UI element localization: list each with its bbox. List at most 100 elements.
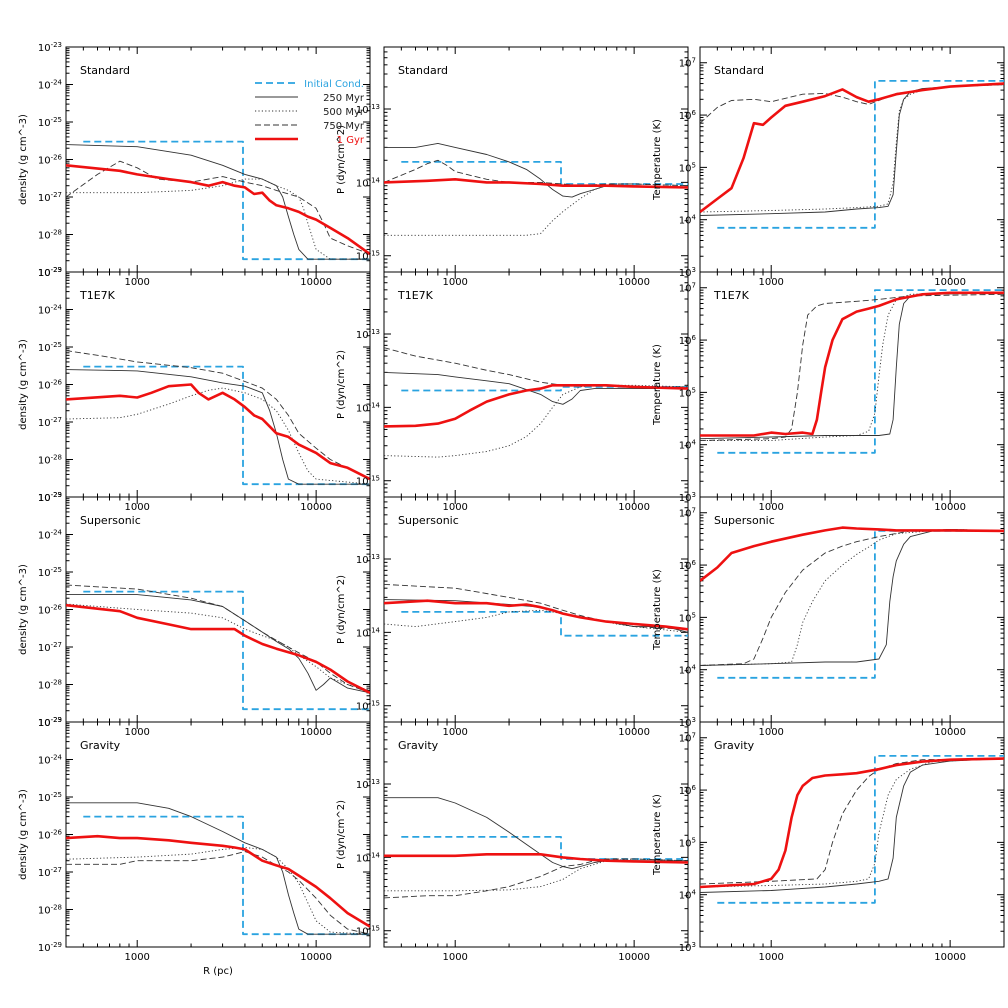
series-line-500-myr: [384, 183, 688, 236]
y-tick-label: 107: [679, 57, 696, 70]
series-line-1-gyr: [700, 526, 1004, 582]
series-line-500-myr: [700, 758, 1004, 888]
y-axis-title: P (dyn/cm^2): [336, 350, 347, 419]
y-tick-label: 10-28: [38, 229, 62, 242]
x-tick-label: 1000: [758, 727, 783, 738]
plot-frame: [65, 721, 371, 948]
series-line-initial-cond: [83, 590, 370, 711]
series-line-750-myr: [384, 858, 688, 899]
x-tick-label: 1000: [442, 727, 467, 738]
legend-label: 500 Myr: [323, 107, 365, 118]
series-line-1-gyr: [384, 384, 688, 428]
panel-title: Standard: [714, 64, 764, 77]
series-line-1-gyr: [700, 82, 1004, 214]
x-tick-label: 10000: [618, 727, 650, 738]
y-tick-label: 107: [679, 732, 696, 745]
series-line-500-myr: [66, 847, 370, 935]
y-tick-label: 107: [679, 507, 696, 520]
series-line-initial-cond: [83, 365, 370, 486]
plot-frame: [383, 721, 689, 948]
series-line-500-myr: [66, 178, 370, 260]
series-line-750-myr: [700, 293, 1004, 441]
x-tick-label: 10000: [618, 952, 650, 963]
x-tick-label: 10000: [618, 502, 650, 513]
y-tick-label: 10-26: [38, 154, 63, 167]
y-tick-label: 10-26: [38, 604, 63, 617]
series-line-initial-cond: [717, 530, 1004, 679]
series-line-250-myr: [66, 369, 370, 485]
y-tick-label: 10-28: [38, 454, 62, 467]
y-tick-label: 10-23: [38, 491, 62, 504]
y-tick-label: 10-23: [38, 41, 62, 54]
y-tick-label: 10-27: [38, 416, 62, 429]
series-line-initial-cond: [401, 161, 688, 185]
x-tick-label: 1000: [124, 727, 149, 738]
y-axis-title: Temperature (K): [652, 794, 663, 876]
y-tick-label: 10-25: [38, 791, 62, 804]
series-line-750-myr: [700, 758, 1004, 885]
series-line-500-myr: [700, 292, 1004, 441]
y-axis-title: P (dyn/cm^2): [336, 125, 347, 194]
x-tick-label: 10000: [934, 727, 966, 738]
y-tick-label: 10-26: [38, 379, 63, 392]
series-line-1-gyr: [700, 757, 1004, 889]
series-line-1-gyr: [384, 853, 688, 864]
y-tick-label: 10-24: [38, 529, 63, 542]
series-line-1-gyr: [66, 164, 370, 256]
series-line-250-myr: [700, 528, 1004, 666]
plot-frame: [699, 721, 1005, 948]
series-line-500-myr: [66, 387, 370, 485]
y-tick-label: 106: [679, 784, 697, 797]
y-tick-label: 104: [679, 889, 697, 902]
series-line-250-myr: [384, 599, 688, 633]
series-line-1-gyr: [66, 383, 370, 481]
y-tick-label: 10-15: [356, 475, 380, 488]
y-tick-label: 10-29: [38, 716, 62, 729]
y-tick-label: 107: [679, 282, 696, 295]
y-tick-label: 105: [679, 836, 696, 849]
y-tick-label: 10-14: [356, 626, 381, 639]
series-line-250-myr: [66, 802, 370, 935]
y-tick-label: 10-26: [38, 829, 63, 842]
series-line-1-gyr: [66, 834, 370, 928]
y-tick-label: 10-24: [38, 304, 63, 317]
x-tick-label: 10000: [300, 727, 332, 738]
y-tick-label: 10-29: [38, 941, 62, 954]
y-tick-label: 10-23: [38, 266, 62, 279]
y-tick-label: 104: [679, 664, 697, 677]
y-tick-label: 10-14: [356, 851, 381, 864]
x-tick-label: 1000: [758, 952, 783, 963]
y-tick-label: 10-29: [38, 491, 62, 504]
series-line-750-myr: [700, 528, 1004, 666]
x-tick-label: 10000: [934, 952, 966, 963]
y-axis-title: P (dyn/cm^2): [336, 800, 347, 869]
series-line-250-myr: [66, 594, 370, 694]
y-tick-label: 103: [679, 491, 696, 504]
series-line-initial-cond: [401, 611, 688, 637]
series-line-750-myr: [700, 83, 1004, 124]
x-tick-label: 10000: [934, 502, 966, 513]
y-tick-label: 10-15: [356, 700, 380, 713]
series-line-initial-cond: [717, 755, 1004, 904]
y-tick-label: 10-14: [356, 401, 381, 414]
series-line-1-gyr: [700, 291, 1004, 437]
series-line-750-myr: [384, 583, 688, 630]
panel-title: Gravity: [80, 739, 121, 752]
series-line-initial-cond: [717, 80, 1004, 229]
x-tick-label: 1000: [758, 277, 783, 288]
x-tick-label: 1000: [442, 952, 467, 963]
panel-title: T1E7K: [79, 289, 116, 302]
series-line-1-gyr: [384, 599, 688, 631]
series-line-initial-cond: [717, 289, 1004, 454]
